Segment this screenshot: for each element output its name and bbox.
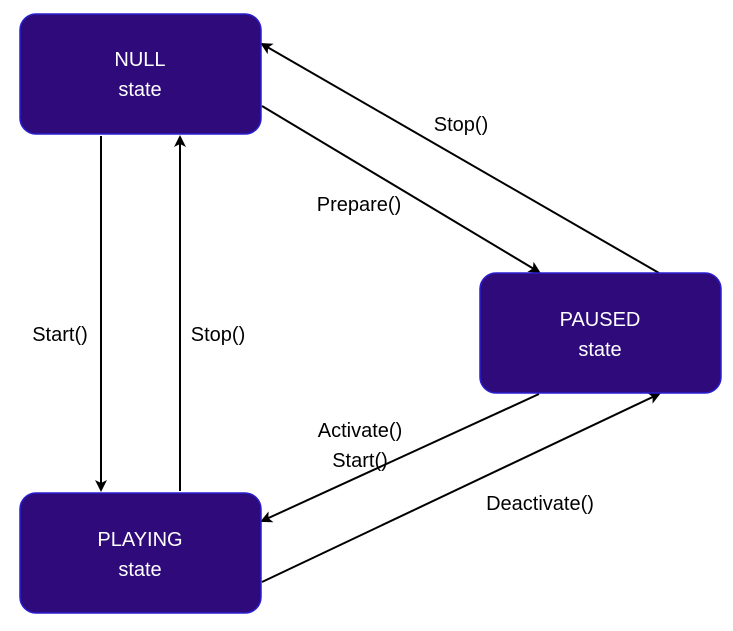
edge-label-prepare: Prepare() [317,194,401,216]
edge-playing-to-paused [261,392,661,583]
edge-paused-to-playing [260,393,540,523]
edge-label-start: Start() [32,324,88,346]
node-paused: PAUSED state [479,272,722,394]
edge-label-deactivate: Deactivate() [486,493,594,515]
node-paused-subtitle: state [578,339,621,361]
edge-paused-to-null [260,43,660,274]
node-playing-subtitle: state [118,559,161,581]
edge-label-activate: Activate() [318,420,402,442]
edge-label-stop-left: Stop() [191,324,245,346]
node-null: NULL state [19,13,262,135]
node-null-subtitle: state [118,79,161,101]
node-playing-title: PLAYING [97,529,182,551]
node-paused-title: PAUSED [560,309,641,331]
edge-label-start-lower: Start() [332,450,388,472]
edge-null-to-paused [261,105,541,274]
node-playing: PLAYING state [19,492,262,614]
edge-label-stop-top: Stop() [434,114,488,136]
node-null-title: NULL [114,49,165,71]
